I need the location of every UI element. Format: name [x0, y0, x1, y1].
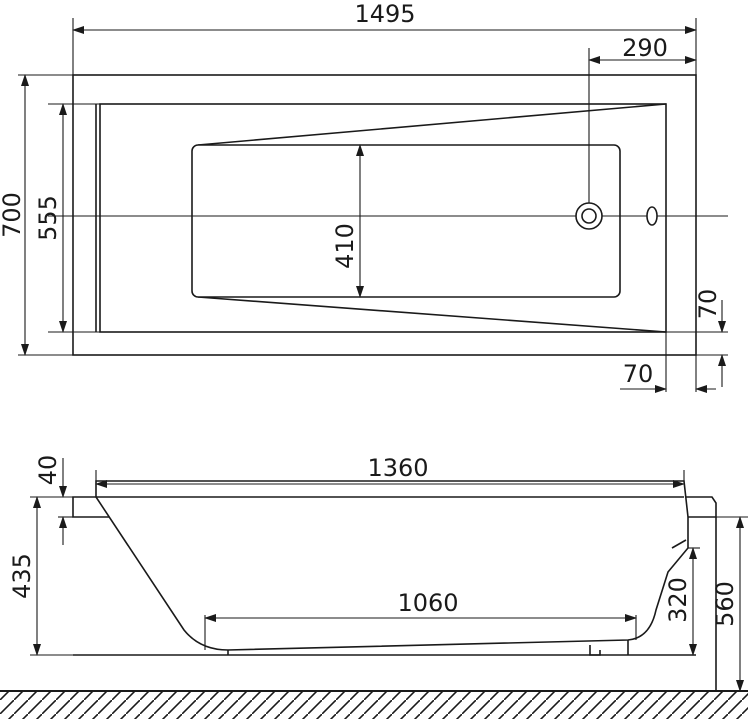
side-view: 1360 1060 40 435 320 560 — [0, 454, 748, 719]
tub-rim-inner — [99, 103, 667, 333]
basin-profile — [95, 480, 689, 651]
label-rim-height: 435 — [8, 553, 36, 599]
floor-hatch — [0, 691, 748, 719]
label-end-depth: 320 — [664, 577, 692, 623]
label-top-length: 1360 — [367, 454, 428, 482]
basin-bottom — [191, 144, 621, 298]
basin-taper-lines — [197, 103, 667, 333]
base-feet — [227, 640, 629, 656]
drain-icon — [575, 202, 603, 230]
label-drain-offset: 290 — [622, 34, 668, 62]
drain-inner-icon — [581, 208, 597, 224]
tub-outline-top — [72, 74, 697, 356]
label-inner-width: 555 — [34, 195, 62, 241]
label-overall-width: 700 — [0, 192, 26, 238]
label-bottom-length: 1060 — [397, 589, 458, 617]
top-view: 1495 290 700 555 410 70 70 — [0, 0, 728, 393]
label-rim-side: 70 — [694, 289, 722, 320]
label-rim-end: 70 — [623, 360, 654, 388]
overflow-icon — [646, 206, 658, 226]
label-overall-length: 1495 — [354, 0, 415, 28]
label-rim-thickness: 40 — [34, 455, 62, 486]
end-step — [671, 539, 687, 549]
label-basin-width: 410 — [331, 223, 359, 269]
label-total-height: 560 — [711, 581, 739, 627]
